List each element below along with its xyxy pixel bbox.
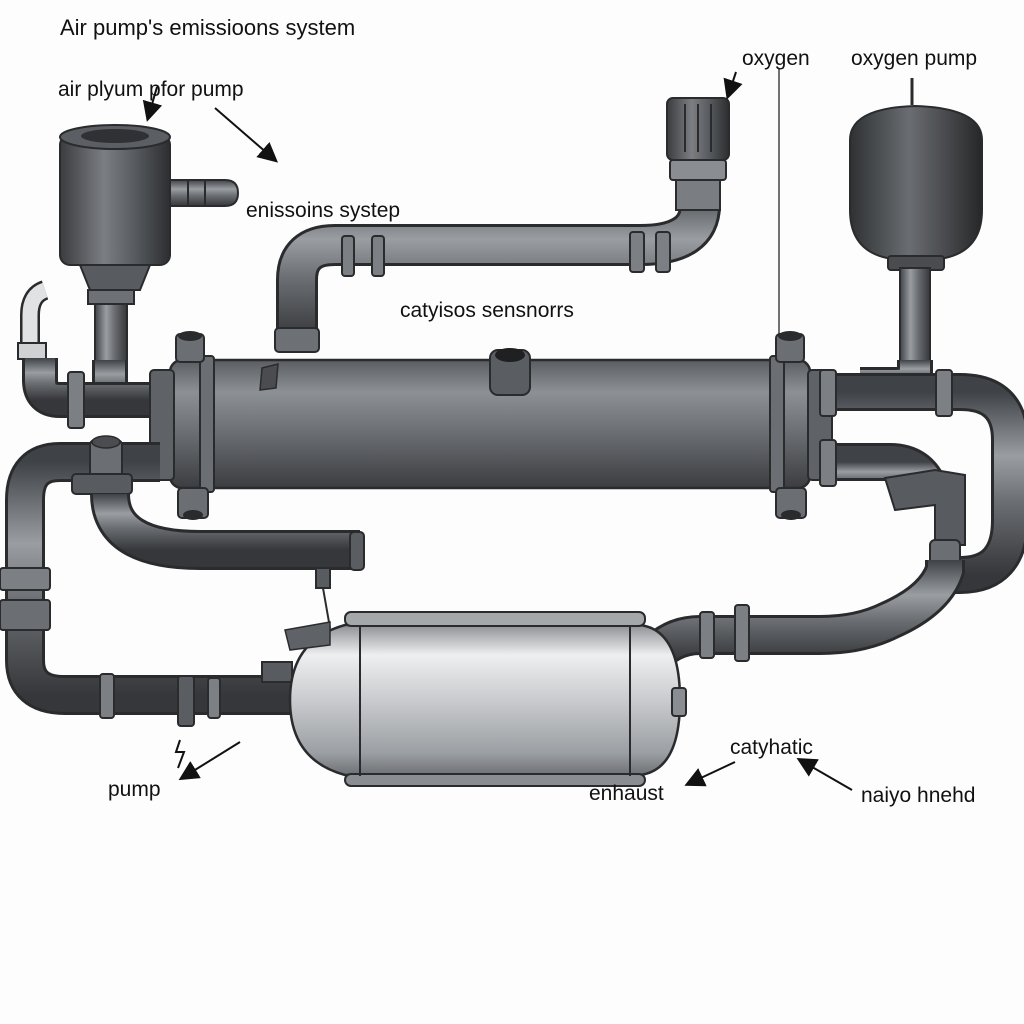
- arrow-naiyo: [796, 758, 853, 791]
- annotation-arrows: [142, 71, 853, 791]
- diagram-title: Air pump's emissioons system: [60, 15, 356, 40]
- catalytic-converter: [284, 611, 687, 787]
- upper-pipe: [274, 185, 721, 353]
- oxygen-sensor: [666, 97, 730, 211]
- arrow-pump: [178, 741, 241, 781]
- right-pipes: [819, 369, 1024, 594]
- label-naiyo: naiyo hnehd: [861, 784, 976, 807]
- arrow-emissions: [214, 107, 279, 163]
- converter-outlet-pipe: [634, 560, 965, 674]
- label-emissions-system: enissoins systep: [246, 199, 401, 222]
- left-lower-pipe: [0, 435, 365, 727]
- arrow-oxygen: [723, 71, 743, 100]
- arrow-pump-zigzag: [174, 739, 186, 769]
- label-pump: pump: [108, 778, 161, 801]
- label-air-pump: air plyum pfor pump: [58, 78, 244, 101]
- label-catalytic-sensors: catyisos sensnorrs: [400, 299, 574, 322]
- manifold: [149, 331, 833, 520]
- label-catalytic: catyhatic: [730, 736, 813, 759]
- label-exhaust: enhaust: [589, 782, 664, 805]
- label-oxygen: oxygen: [742, 47, 810, 70]
- oxygen-pump: [849, 78, 983, 403]
- arrow-air-pump: [142, 86, 163, 122]
- label-oxygen-pump: oxygen pump: [851, 47, 978, 70]
- left-upper-pipe: [22, 358, 160, 429]
- arrow-exhaust: [684, 761, 736, 787]
